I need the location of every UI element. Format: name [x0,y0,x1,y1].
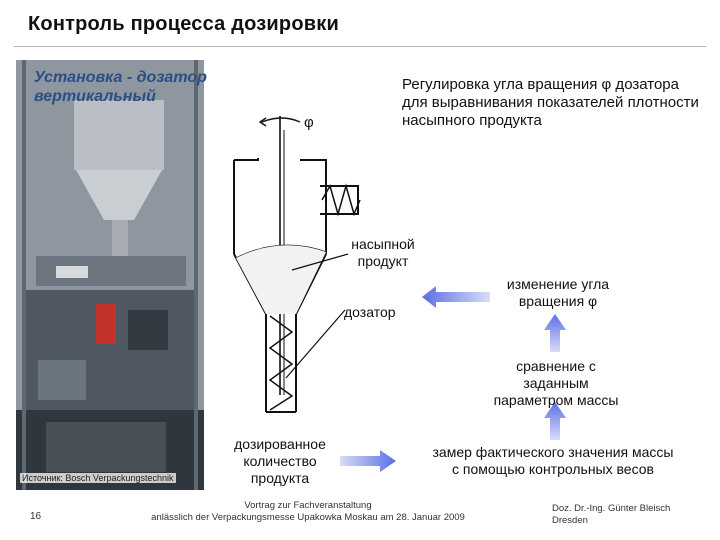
label-doser: дозатор [344,304,396,320]
photo-caption: Установка - дозатор вертикальный [34,69,207,105]
description-text: Регулировка угла вращения φ дозатора для… [402,76,699,129]
label-measurement: замер фактического значения массы с помо… [432,444,674,477]
label-comparison: сравнение с заданным параметром массы [493,358,619,408]
arrow-angle-to-doser [422,286,490,308]
auger-screw-top [268,315,294,411]
arrow-compare-to-angle [544,314,566,352]
label-bulk-product: насыпной продукт [351,236,415,269]
footer-author: Doz. Dr.-Ing. Günter Bleisch Dresden [552,503,712,527]
arrow-quantity-to-measure [340,450,396,472]
title-divider [14,46,706,47]
rotation-arrow-icon [258,117,301,127]
footer-event-line2: anlässlich der Verpackungsmesse Upakowka… [151,512,465,523]
footer-author-line2: Dresden [552,515,588,526]
image-source: Источник: Bosch Verpackungstechnik [20,473,176,483]
leader-doser [285,309,346,379]
page-number: 16 [30,511,42,522]
phi-symbol: φ [304,114,314,131]
level-sensor-coil [321,183,361,217]
label-angle-change: изменение угла вращения φ [506,276,610,309]
arrow-measure-to-compare [544,402,566,440]
leader-bulk-product [291,253,349,271]
slide-title: Контроль процесса дозировки [28,13,339,35]
label-dosed-quantity: дозированное количество продукта [234,436,326,486]
footer-event: Vortrag zur Fachveranstaltung anlässlich… [118,500,498,524]
footer-event-line1: Vortrag zur Fachveranstaltung [244,500,372,511]
footer-author-line1: Doz. Dr.-Ing. Günter Bleisch [552,503,671,514]
